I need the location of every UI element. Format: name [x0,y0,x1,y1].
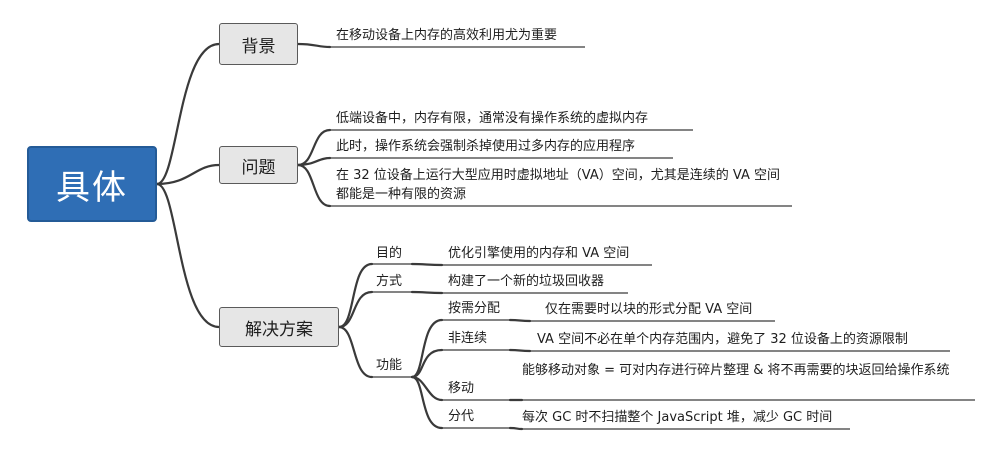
connector-problem-2 [296,156,332,167]
background-label: 背景 [241,36,276,57]
feature-text-on-demand[interactable]: 仅在需要时以块的形式分配 VA 空间 [545,302,753,317]
connector-features-4 [410,375,444,430]
connector-root-problem [155,163,221,186]
connector-solution-features [337,325,374,379]
feature-label-generational[interactable]: 分代 [448,409,475,424]
connector-problem-3 [296,163,332,208]
problem-node[interactable]: 问题 [219,146,298,184]
feature-label-moving[interactable]: 移动 [448,381,475,396]
features-label[interactable]: 功能 [376,358,403,373]
connector-background-text [296,42,332,49]
background-text[interactable]: 在移动设备上内存的高效利用尤为重要 [336,28,558,43]
problem-item-3[interactable]: 在 32 位设备上运行大型应用时虚拟地址（VA）空间，尤其是连续的 VA 空间都… [336,168,780,202]
connector-feature-1-text [508,318,532,323]
goal-label[interactable]: 目的 [376,246,403,261]
connector-root-background [155,42,221,186]
connector-goal-text [410,262,444,267]
problem-label: 问题 [241,157,276,178]
connector-root-solution [155,182,221,329]
root-label: 具体 [56,167,128,208]
connector-solution-method [337,290,374,329]
problem-item-1[interactable]: 低端设备中，内存有限，通常没有操作系统的虚拟内存 [336,111,649,126]
solution-node[interactable]: 解决方案 [219,307,339,347]
connector-problem-1 [296,128,332,167]
feature-text-non-contiguous[interactable]: VA 空间不必在单个内存范围内，避免了 32 位设备上的资源限制 [537,332,908,347]
connector-feature-4-text [508,426,524,431]
solution-label: 解决方案 [245,319,313,340]
feature-text-moving[interactable]: 能够移动对象 = 可对内存进行碎片整理 & 将不再需要的块返回给操作系统 [522,363,950,378]
problem-item-2[interactable]: 此时，操作系统会强制杀掉使用过多内存的应用程序 [336,139,636,154]
connector-solution-goal [337,262,374,329]
connector-features-2 [410,348,444,379]
feature-label-on-demand[interactable]: 按需分配 [448,301,501,316]
background-node[interactable]: 背景 [219,23,298,65]
connector-method-text [410,290,444,295]
feature-label-non-contiguous[interactable]: 非连续 [448,331,488,346]
goal-text[interactable]: 优化引擎使用的内存和 VA 空间 [448,246,630,261]
method-text[interactable]: 构建了一个新的垃圾回收器 [448,274,605,289]
method-label[interactable]: 方式 [376,274,403,289]
connector-feature-2-text [508,348,532,353]
connector-features-1 [410,318,444,379]
feature-text-generational[interactable]: 每次 GC 时不扫描整个 JavaScript 堆，减少 GC 时间 [522,410,833,425]
root-node[interactable]: 具体 [27,146,157,222]
